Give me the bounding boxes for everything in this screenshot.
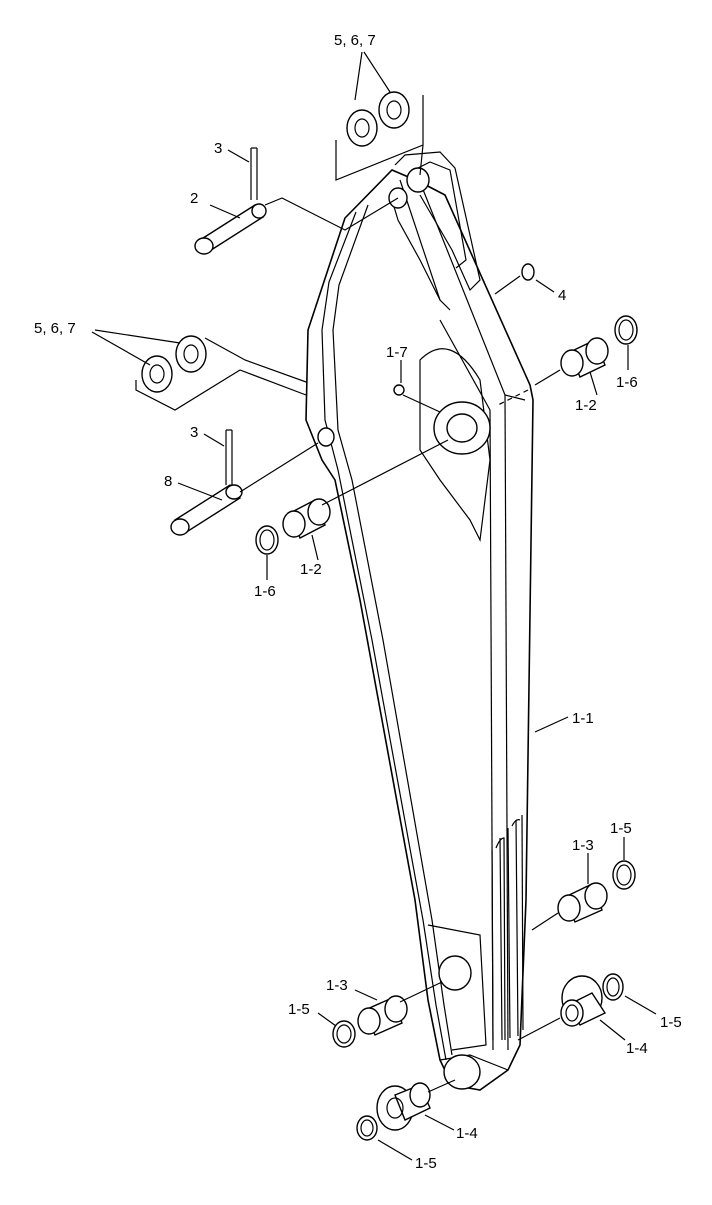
grease-nipple [393, 384, 405, 396]
left-washers-group: 5, 6, 7 [34, 320, 307, 411]
label-bushing-left-low: 1-3 [326, 977, 348, 994]
right-top-bushing-group: 1-2 1-6 [495, 315, 638, 414]
label-ring-far-right: 1-5 [660, 1014, 682, 1031]
left-low-bushing-group: 1-3 1-5 [288, 977, 443, 1048]
label-top-washers: 5, 6, 7 [334, 32, 376, 49]
grease-pin-3-top [250, 148, 258, 200]
label-grease-pin-top: 3 [214, 140, 222, 157]
arm-bottom-pin-hole [443, 1054, 481, 1090]
pin-8-group: 8 3 [164, 424, 319, 536]
flange-bushing-bottom-group: 1-4 1-5 [356, 1079, 478, 1172]
left-washer-2 [175, 335, 207, 373]
left-washer-1 [141, 355, 173, 393]
top-washer-2 [378, 91, 410, 129]
label-cap-4: 4 [558, 287, 566, 304]
top-washer-1 [346, 109, 378, 147]
pin-2-group: 2 3 [190, 140, 399, 255]
ring-1-5-far-right [602, 973, 624, 1001]
ring-1-5-bottom [356, 1115, 378, 1141]
label-bushing-left-mid: 1-2 [300, 561, 322, 578]
arm-body [305, 151, 534, 1091]
right-low-bushing-group: 1-3 1-5 [531, 820, 636, 931]
label-left-washers: 5, 6, 7 [34, 320, 76, 337]
arm-lower-pin-hole [438, 955, 472, 991]
arm-main-pin-hole [446, 413, 478, 443]
label-ring-right-low: 1-5 [610, 820, 632, 837]
grease-nipple-group: 1-7 [386, 344, 441, 413]
label-ring-right-top: 1-6 [616, 374, 638, 391]
label-bushing-right-low: 1-3 [572, 837, 594, 854]
arm-top-pin-hole [406, 167, 430, 193]
label-bushing-right-top: 1-2 [575, 397, 597, 414]
grease-pin-3-lower [225, 430, 233, 485]
label-grease-pin-lower: 3 [190, 424, 198, 441]
label-ring-left-low: 1-5 [288, 1001, 310, 1018]
arm-label-group: 1-1 [534, 710, 594, 733]
top-washers-group: 5, 6, 7 [334, 32, 424, 181]
label-pin-2: 2 [190, 190, 198, 207]
cap-4-group: 4 [494, 263, 566, 304]
label-grease-nipple: 1-7 [386, 344, 408, 361]
left-mid-bushing-group: 1-2 1-6 [254, 439, 449, 600]
flange-bushing-right-group: 1-4 1-5 [517, 973, 682, 1057]
cap-4 [521, 263, 535, 281]
label-ring-bottom: 1-5 [415, 1155, 437, 1172]
label-ring-left-mid: 1-6 [254, 583, 276, 600]
label-flange-bushing-right: 1-4 [626, 1040, 648, 1057]
label-pin-8: 8 [164, 473, 172, 490]
label-flange-bushing-bottom: 1-4 [456, 1125, 478, 1142]
label-arm-body: 1-1 [572, 710, 594, 727]
arm-side-pin-hole [317, 427, 335, 447]
